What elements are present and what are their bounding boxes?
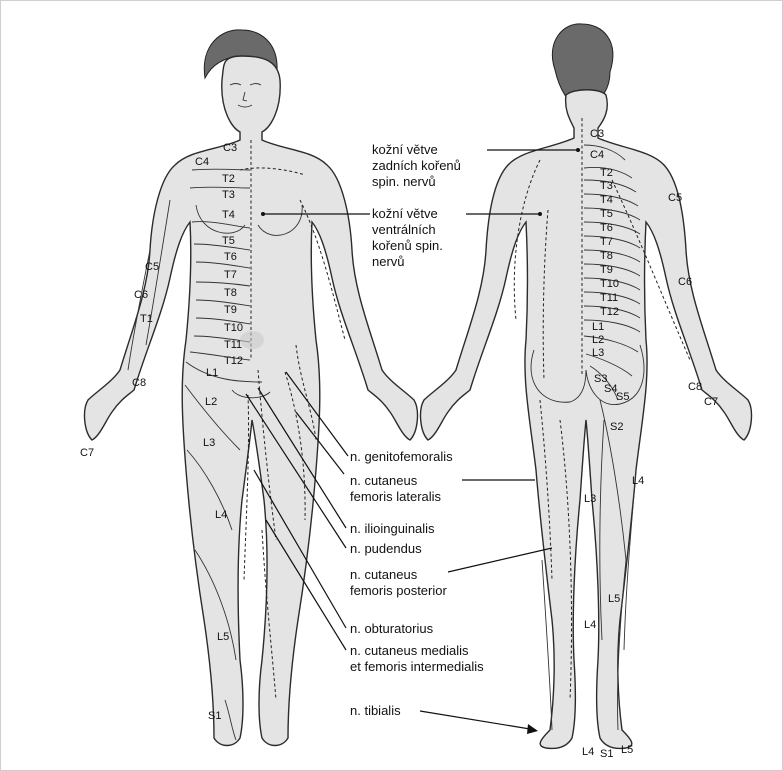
front-seg-c5: C5 [145, 261, 159, 273]
front-seg-t12: T12 [224, 355, 243, 367]
front-seg-l4: L4 [215, 509, 227, 521]
front-seg-c6: C6 [134, 289, 148, 301]
label-ventral-branches-2: ventrálních [372, 222, 436, 238]
front-seg-l5: L5 [217, 631, 229, 643]
front-seg-t5: T5 [222, 235, 235, 247]
back-seg-t9: T9 [600, 264, 613, 276]
label-dorsal-branches-2: zadních kořenů [372, 158, 461, 174]
back-seg-l5-side: L5 [608, 593, 620, 605]
label-genitofemoralis: n. genitofemoralis [350, 449, 453, 465]
leader-ventral-dot-right [538, 212, 542, 216]
back-seg-l4-side: L4 [632, 475, 644, 487]
label-cut-fem-post-1: n. cutaneus [350, 567, 417, 583]
back-seg-l2: L2 [592, 334, 604, 346]
back-seg-l4-foot: L4 [582, 746, 594, 758]
leader-tibialis-arrow [527, 724, 538, 734]
back-seg-t3: T3 [600, 180, 613, 192]
front-seg-c4: C4 [195, 156, 209, 168]
label-cut-medialis-2: et femoris intermedialis [350, 659, 484, 675]
back-seg-l4-calf: L4 [584, 619, 596, 631]
back-seg-c5: C5 [668, 192, 682, 204]
front-seg-l3: L3 [203, 437, 215, 449]
back-seg-t5: T5 [600, 208, 613, 220]
back-seg-s1-foot: S1 [600, 748, 613, 760]
front-seg-t2: T2 [222, 173, 235, 185]
front-seg-t11: T11 [224, 339, 242, 351]
front-seg-t10: T10 [224, 322, 243, 334]
front-seg-c7: C7 [80, 447, 94, 459]
label-dorsal-branches-3: spin. nervů [372, 174, 436, 190]
front-seg-c8: C8 [132, 377, 146, 389]
front-seg-t9: T9 [224, 304, 237, 316]
back-seg-s2: S2 [610, 421, 623, 433]
label-tibialis: n. tibialis [350, 703, 401, 719]
back-seg-l5-foot: L5 [621, 744, 633, 756]
back-seg-s5: S5 [616, 391, 629, 403]
front-seg-s1: S1 [208, 710, 221, 722]
front-seg-t7: T7 [224, 269, 237, 281]
front-seg-t4: T4 [222, 209, 235, 221]
front-seg-t1: T1 [140, 313, 153, 325]
front-seg-c3: C3 [223, 142, 237, 154]
front-navel [240, 331, 264, 349]
back-seg-l1: L1 [592, 321, 604, 333]
back-seg-l3-lower: L3 [584, 493, 596, 505]
back-seg-t4: T4 [600, 194, 613, 206]
back-seg-t2: T2 [600, 167, 613, 179]
front-seg-t3: T3 [222, 189, 235, 201]
label-pudendus: n. pudendus [350, 541, 422, 557]
leader-dorsal-dot [576, 148, 580, 152]
back-seg-t11: T11 [600, 292, 618, 304]
label-cut-medialis-1: n. cutaneus medialis [350, 643, 469, 659]
back-seg-t6: T6 [600, 222, 613, 234]
leader-ventral-dot-left [261, 212, 265, 216]
label-ventral-branches-3: kořenů spin. [372, 238, 443, 254]
back-seg-c6: C6 [678, 276, 692, 288]
back-seg-c8: C8 [688, 381, 702, 393]
front-seg-t6: T6 [224, 251, 237, 263]
back-seg-c3: C3 [590, 128, 604, 140]
back-seg-t10: T10 [600, 278, 619, 290]
back-seg-c7: C7 [704, 396, 718, 408]
leader-tibialis [420, 711, 536, 730]
label-ventral-branches-1: kožní větve [372, 206, 438, 222]
front-seg-t8: T8 [224, 287, 237, 299]
label-cut-fem-post-2: femoris posterior [350, 583, 447, 599]
front-seg-l1: L1 [206, 367, 218, 379]
back-seg-t12: T12 [600, 306, 619, 318]
front-seg-l2: L2 [205, 396, 217, 408]
back-seg-l3-upper: L3 [592, 347, 604, 359]
label-obturatorius: n. obturatorius [350, 621, 433, 637]
label-ventral-branches-4: nervů [372, 254, 405, 270]
back-seg-t8: T8 [600, 250, 613, 262]
label-cut-fem-lat-2: femoris lateralis [350, 489, 441, 505]
back-seg-c4: C4 [590, 149, 604, 161]
label-dorsal-branches-1: kožní větve [372, 142, 438, 158]
back-seg-t7: T7 [600, 236, 613, 248]
leader-cut-fem-post [448, 548, 552, 572]
label-cut-fem-lat-1: n. cutaneus [350, 473, 417, 489]
label-ilioinguinalis: n. ilioinguinalis [350, 521, 435, 537]
back-body-outline [421, 90, 752, 749]
